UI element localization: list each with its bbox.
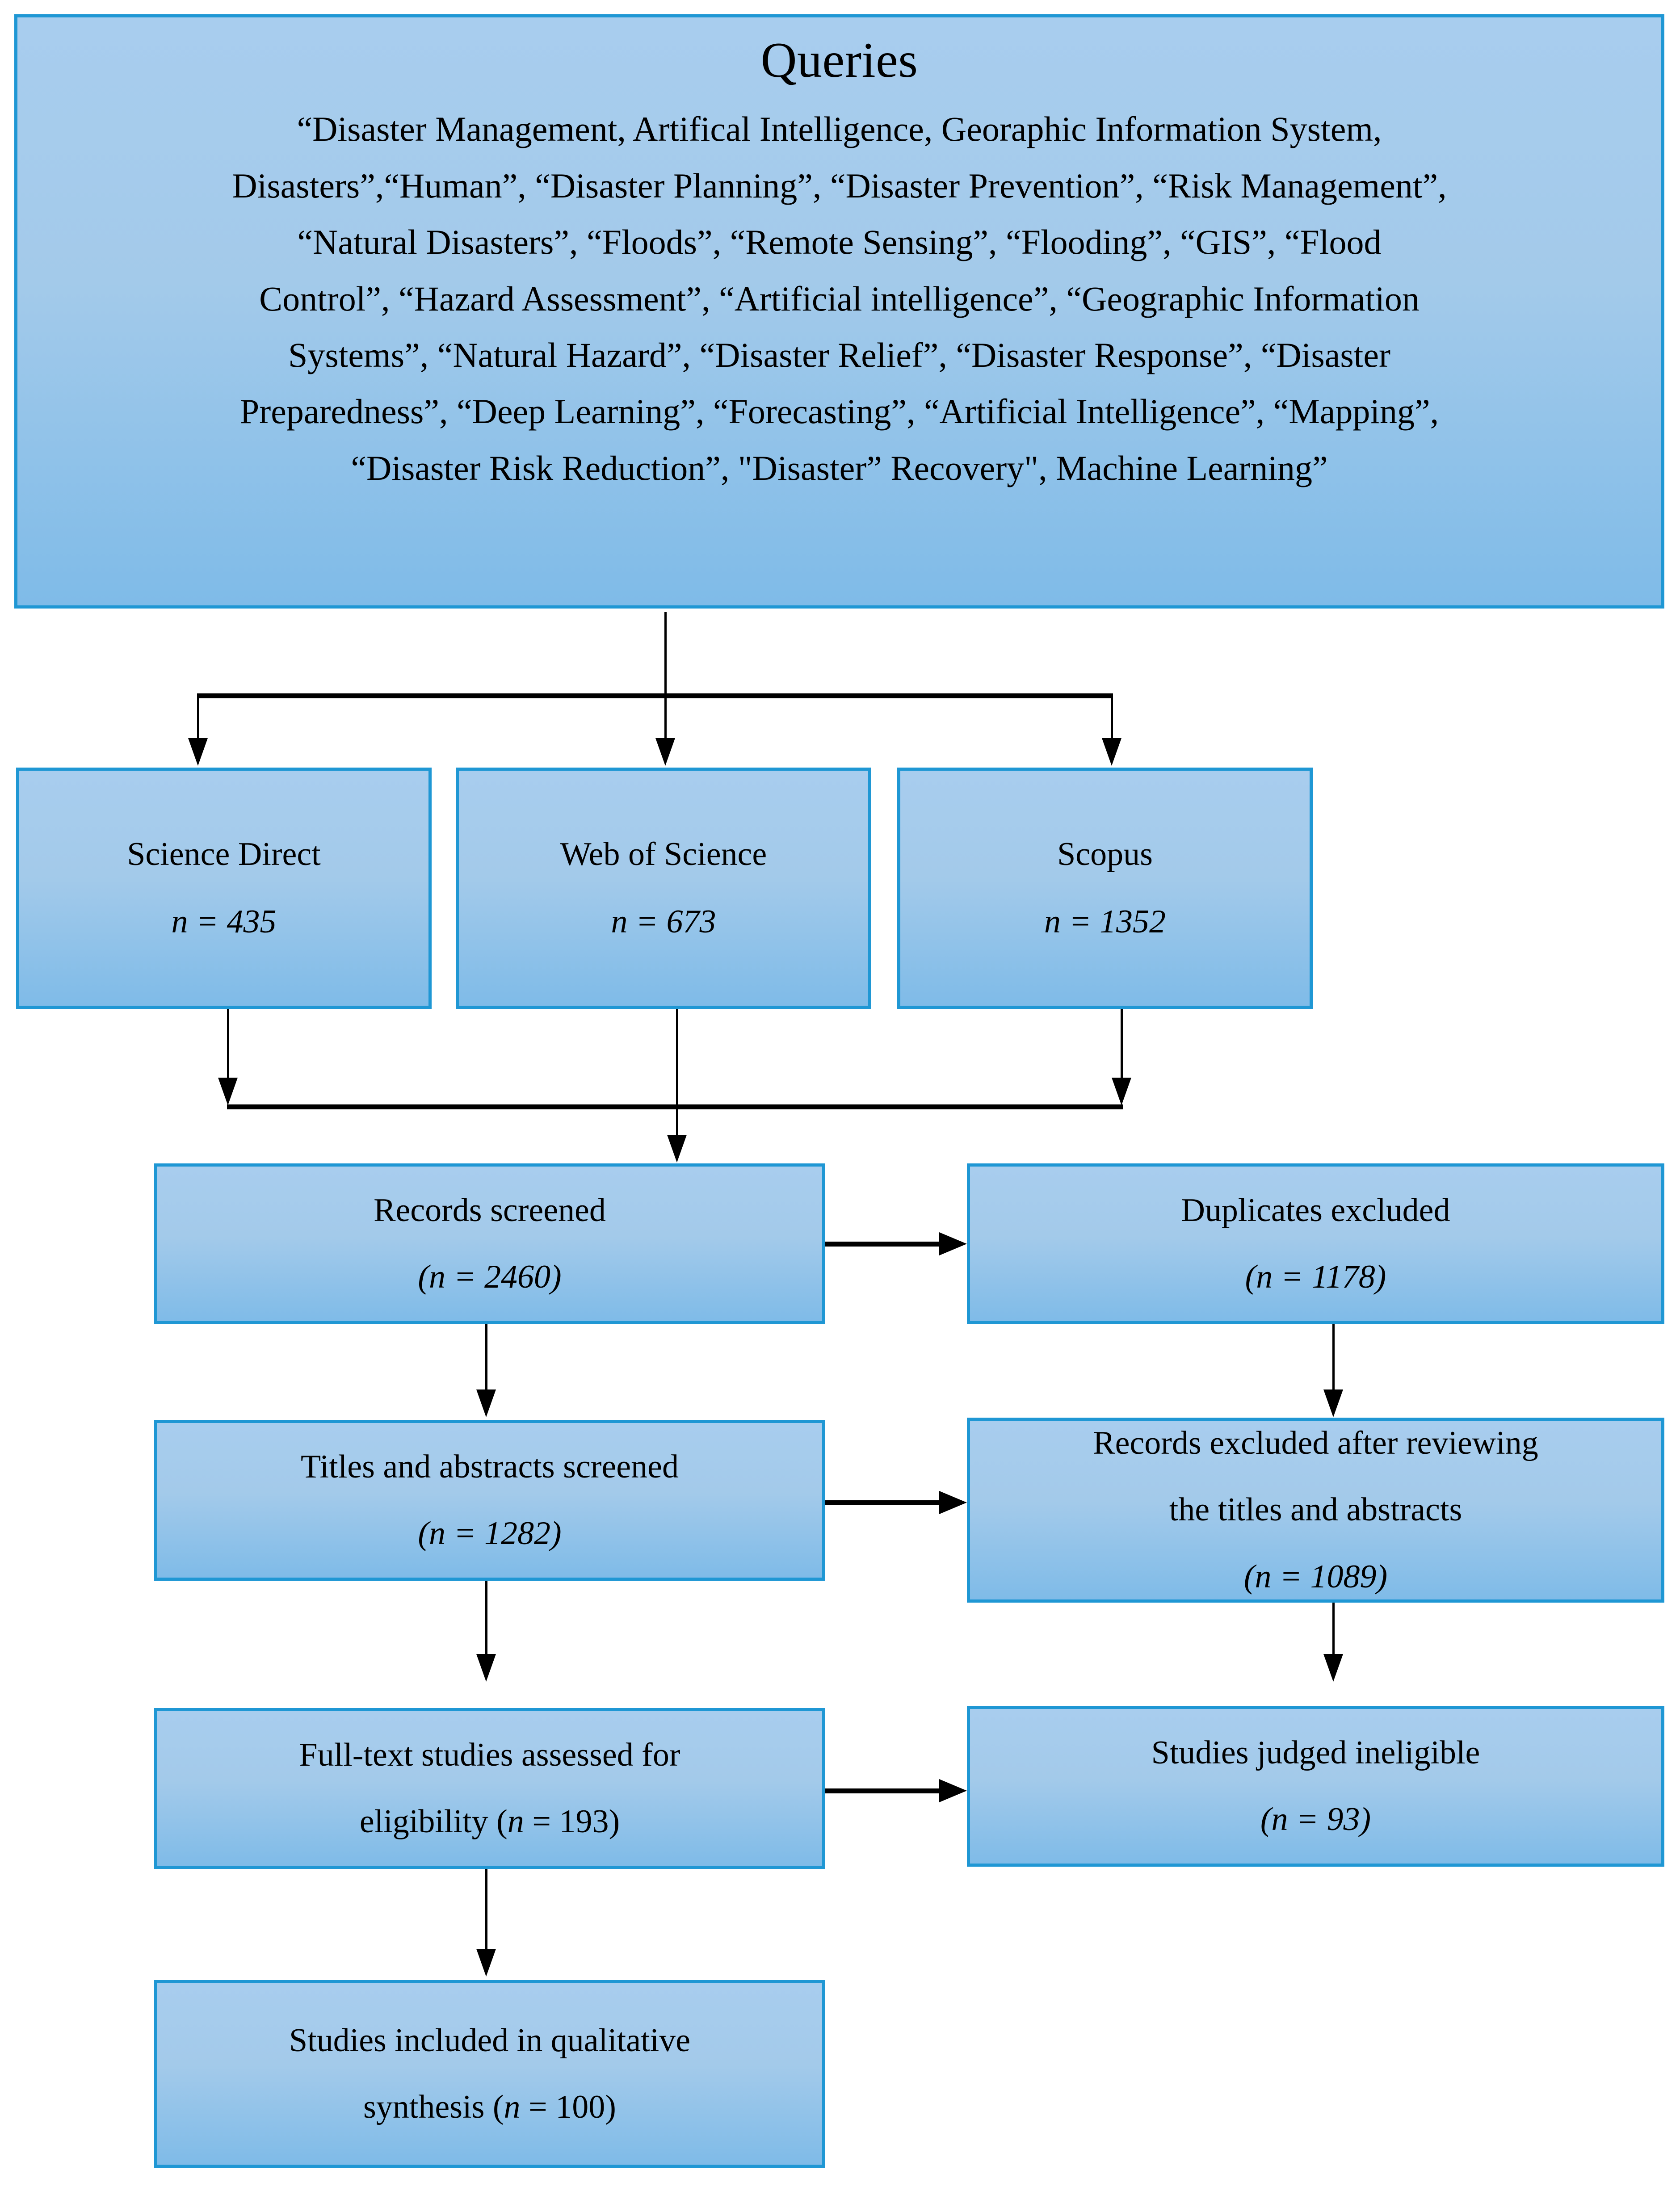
queries-line: “Disaster Management, Artifical Intellig… <box>297 109 1382 149</box>
source-count: n = 673 <box>611 903 716 940</box>
connector-excluded-to-ineligible <box>1332 1603 1335 1657</box>
queries-line: “Natural Disasters”, “Floods”, “Remote S… <box>297 222 1382 262</box>
connector-records-to-titles <box>485 1324 487 1392</box>
source-count: n = 435 <box>171 903 277 940</box>
connector-to-sciencedirect <box>197 693 199 741</box>
connector-titles-to-excluded <box>825 1500 942 1505</box>
box-fulltext-assessed: Full-text studies assessed for eligibili… <box>154 1708 825 1869</box>
titles-screened-count: (n = 1282) <box>418 1515 562 1552</box>
connector-titles-to-fulltext <box>485 1581 487 1657</box>
connector-queries-bus <box>197 693 1113 698</box>
queries-line: Systems”, “Natural Hazard”, “Disaster Re… <box>288 335 1390 374</box>
connector-queries-stem <box>664 612 667 695</box>
arrowhead-to-wos <box>655 738 675 766</box>
fulltext-label: Full-text studies assessed for <box>299 1736 680 1773</box>
titles-screened-label: Titles and abstracts screened <box>301 1448 679 1485</box>
duplicates-excluded-count: (n = 1178) <box>1245 1259 1386 1295</box>
arrowhead-records-to-titles <box>476 1389 496 1417</box>
source-name: Scopus <box>1057 835 1153 873</box>
ineligible-label: Studies judged ineligible <box>1151 1734 1480 1771</box>
arrowhead-to-sciencedirect <box>188 738 208 766</box>
connector-to-wos <box>664 693 667 741</box>
ineligible-count: (n = 93) <box>1260 1801 1371 1838</box>
records-excluded-count: (n = 1089) <box>1243 1558 1388 1595</box>
connector-duplicates-to-excluded <box>1332 1324 1335 1392</box>
arrowhead-records-to-duplicates <box>939 1232 967 1255</box>
connector-fulltext-to-included <box>485 1869 487 1952</box>
records-excluded-label-1: Records excluded after reviewing <box>1093 1425 1538 1462</box>
source-box-science-direct: Science Direct n = 435 <box>16 768 432 1009</box>
arrowhead-fulltext-to-included <box>476 1949 496 1977</box>
connector-records-to-duplicates <box>825 1242 942 1247</box>
source-count: n = 1352 <box>1044 903 1166 940</box>
arrowhead-merge-right <box>1112 1078 1131 1105</box>
box-duplicates-excluded: Duplicates excluded (n = 1178) <box>967 1163 1664 1324</box>
connector-wos-down <box>676 1009 678 1105</box>
connector-sciencedirect-down <box>227 1009 229 1080</box>
arrowhead-to-scopus <box>1102 738 1121 766</box>
connector-merge-bus <box>227 1104 1123 1109</box>
box-records-screened: Records screened (n = 2460) <box>154 1163 825 1324</box>
source-name: Web of Science <box>560 835 767 873</box>
connector-scopus-down <box>1121 1009 1123 1080</box>
arrowhead-excluded-to-ineligible <box>1323 1654 1343 1682</box>
source-name: Science Direct <box>127 835 321 873</box>
queries-line: Control”, “Hazard Assessment”, “Artifici… <box>259 279 1420 318</box>
source-box-scopus: Scopus n = 1352 <box>897 768 1313 1009</box>
source-box-web-of-science: Web of Science n = 673 <box>456 768 871 1009</box>
box-studies-ineligible: Studies judged ineligible (n = 93) <box>967 1706 1664 1867</box>
included-label: Studies included in qualitative <box>289 2022 691 2059</box>
queries-line: “Disaster Risk Reduction”, "Disaster” Re… <box>351 448 1328 487</box>
box-titles-abstracts-screened: Titles and abstracts screened (n = 1282) <box>154 1420 825 1581</box>
box-records-excluded-after-review: Records excluded after reviewing the tit… <box>967 1418 1664 1603</box>
connector-fulltext-to-ineligible <box>825 1788 942 1793</box>
queries-title: Queries <box>760 33 918 88</box>
arrowhead-duplicates-to-excluded <box>1323 1389 1343 1417</box>
queries-keyword-list: “Disaster Management, Artifical Intellig… <box>214 101 1464 496</box>
arrowhead-merge-left <box>218 1078 238 1105</box>
records-screened-count: (n = 2460) <box>418 1259 562 1295</box>
duplicates-excluded-label: Duplicates excluded <box>1181 1192 1450 1229</box>
box-studies-included: Studies included in qualitative synthesi… <box>154 1980 825 2168</box>
connector-to-scopus <box>1111 693 1113 741</box>
connector-merge-stem <box>676 1104 678 1136</box>
fulltext-count: eligibility (n = 193) <box>359 1803 620 1840</box>
queries-box: Queries “Disaster Management, Artifical … <box>14 14 1664 609</box>
queries-line: Preparedness”, “Deep Learning”, “Forecas… <box>239 392 1439 431</box>
arrowhead-titles-to-fulltext <box>476 1654 496 1682</box>
records-excluded-label-2: the titles and abstracts <box>1169 1491 1462 1528</box>
queries-line: Disasters”,“Human”, “Disaster Planning”,… <box>232 166 1447 205</box>
included-count: synthesis (n = 100) <box>363 2089 616 2125</box>
records-screened-label: Records screened <box>374 1192 606 1229</box>
arrowhead-fulltext-to-ineligible <box>939 1779 967 1802</box>
arrowhead-to-records-screened <box>667 1135 687 1163</box>
arrowhead-titles-to-excluded <box>939 1491 967 1514</box>
